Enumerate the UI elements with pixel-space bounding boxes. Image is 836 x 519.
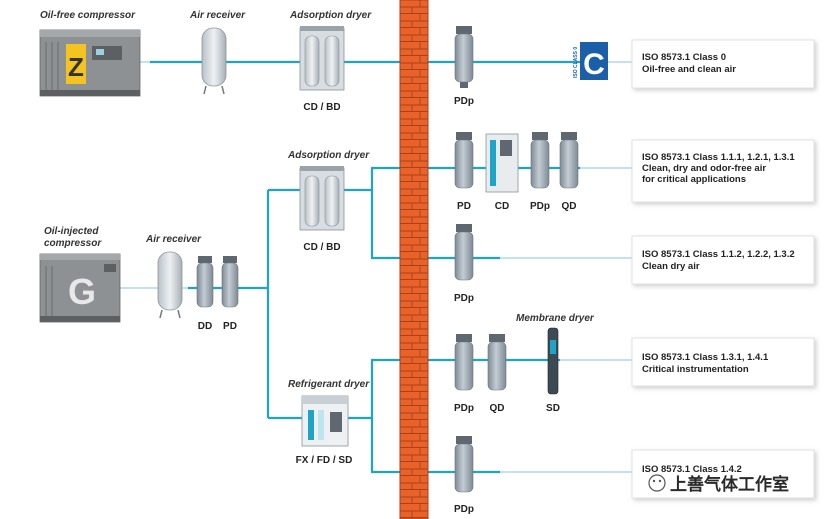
compressor-logo-g: G (68, 271, 96, 312)
adsorption-dryer-top-label: Adsorption dryer (289, 10, 372, 21)
filter-qd-2 (559, 132, 579, 189)
result-2-line3: for critical applications (642, 174, 746, 185)
result-card-2: ISO 8573.1 Class 1.1.1, 1.2.1, 1.3.1 Cle… (631, 139, 815, 203)
filter-dd (196, 256, 214, 308)
result-3-line2: Clean dry air (642, 261, 700, 272)
oil-injected-compressor-icon: G (39, 253, 121, 323)
result-5-line1: ISO 8573.1 Class 1.4.2 (642, 464, 742, 475)
filter-pdp-3 (454, 224, 474, 281)
code-pdp-1: PDp (454, 96, 474, 107)
code-pd: PD (223, 321, 237, 332)
result-4-line2: Critical instrumentation (642, 364, 749, 375)
refrigerant-dryer-label: Refrigerant dryer (288, 379, 370, 390)
filter-pd (221, 256, 239, 308)
filter-pd-2 (454, 132, 474, 189)
code-pd-2: PD (457, 201, 471, 212)
result-2-line1: ISO 8573.1 Class 1.1.1, 1.2.1, 1.3.1 (642, 152, 795, 163)
oil-injected-label-line2: compressor (44, 238, 102, 249)
code-pdp-3: PDp (454, 293, 474, 304)
watermark-text: 上善气体工作室 (670, 474, 789, 495)
result-3-line1: ISO 8573.1 Class 1.1.2, 1.2.2, 1.3.2 (642, 249, 795, 260)
result-1-line2: Oil-free and clean air (642, 64, 736, 75)
code-pdp-2: PDp (530, 201, 550, 212)
result-card-3: ISO 8573.1 Class 1.1.2, 1.2.2, 1.3.2 Cle… (631, 235, 815, 285)
filter-pdp-5 (454, 436, 474, 493)
air-receiver-top-label: Air receiver (189, 10, 246, 21)
code-sd-4: SD (546, 403, 560, 414)
brick-wall (399, 0, 429, 519)
adsorption-dryer-mid-icon (299, 166, 345, 231)
code-qd-4: QD (490, 403, 505, 414)
filter-pdp-1 (454, 26, 474, 88)
result-2-line2: Clean, dry and odor-free air (642, 163, 766, 174)
filter-pdp-4 (454, 334, 474, 391)
class-0-badge: C ISO CLASS 0 (573, 42, 608, 81)
oil-free-compressor-label: Oil-free compressor (40, 10, 136, 21)
watermark: 上善气体工作室 (648, 474, 789, 495)
code-fx-fd-sd: FX / FD / SD (296, 455, 353, 466)
refrigerant-dryer-icon (301, 395, 349, 447)
membrane-dryer-label: Membrane dryer (516, 313, 595, 324)
result-card-4: ISO 8573.1 Class 1.3.1, 1.4.1 Critical i… (631, 337, 815, 387)
code-cd-bd-top: CD / BD (303, 102, 340, 113)
code-cd-2: CD (495, 201, 509, 212)
result-card-1: ISO 8573.1 Class 0 Oil-free and clean ai… (631, 39, 815, 89)
oil-free-compressor-icon: Z (39, 29, 141, 97)
code-qd-2: QD (562, 201, 577, 212)
result-1-line1: ISO 8573.1 Class 0 (642, 52, 726, 63)
code-pdp-5: PDp (454, 504, 474, 515)
air-receiver-mid-label: Air receiver (145, 234, 202, 245)
code-dd: DD (198, 321, 212, 332)
oil-injected-label-line1: Oil-injected (44, 226, 99, 237)
result-4-line1: ISO 8573.1 Class 1.3.1, 1.4.1 (642, 352, 769, 363)
cd-dryer-2 (485, 133, 519, 193)
class-0-badge-text: ISO CLASS 0 (573, 47, 579, 78)
adsorption-dryer-top-icon (299, 26, 345, 91)
filter-pdp-2 (530, 132, 550, 189)
code-cd-bd-mid: CD / BD (303, 242, 340, 253)
result-card-5: ISO 8573.1 Class 1.4.2 (631, 449, 815, 499)
adsorption-dryer-mid-label: Adsorption dryer (287, 150, 370, 161)
svg-text:C: C (583, 48, 605, 81)
membrane-dryer-icon (547, 327, 559, 395)
compressor-logo-z: Z (68, 52, 84, 82)
air-receiver-top-icon (201, 27, 227, 95)
filter-qd-4 (487, 334, 507, 391)
code-pdp-4: PDp (454, 403, 474, 414)
air-receiver-mid-icon (157, 251, 183, 319)
